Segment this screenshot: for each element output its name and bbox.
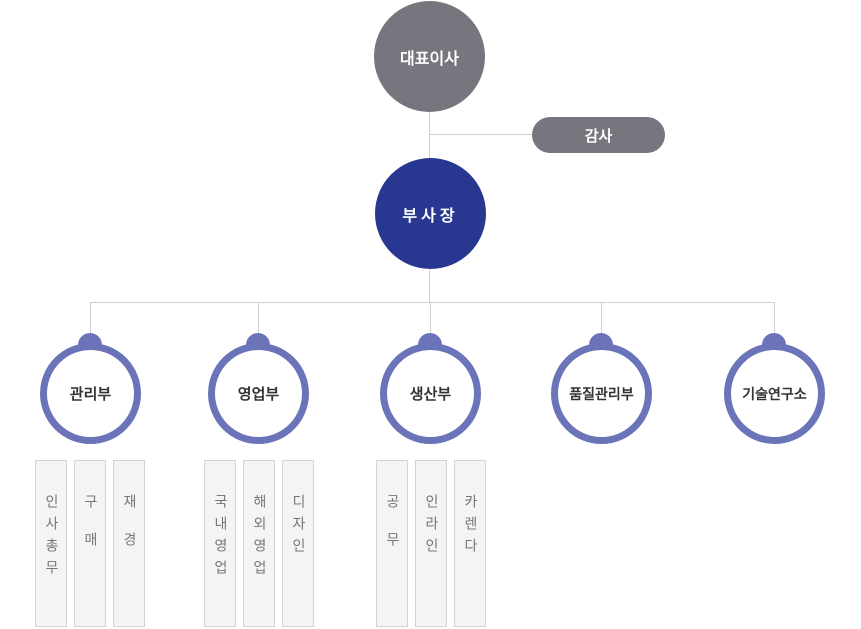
team-label: 디자인 [290,494,306,560]
team-label: 재경 [121,494,137,570]
team-label: 국내영업 [212,494,228,582]
connector-drop-1 [90,302,91,340]
dept-label: 기술연구소 [742,386,807,403]
dept-label: 영업부 [237,385,280,403]
ceo-node: 대표이사 [374,1,485,112]
connector-ceo-audit [429,134,533,135]
connector-drop-3 [430,302,431,340]
team-label: 해외영업 [251,494,267,582]
ceo-label: 대표이사 [400,48,459,68]
dept-label: 관리부 [69,385,112,403]
connector-vp-bus [429,269,430,302]
dept-label: 생산부 [409,385,452,403]
connector-drop-5 [774,302,775,340]
team-label: 인라인 [423,494,439,560]
connector-ceo-vp [429,112,430,158]
audit-label: 감사 [584,126,613,145]
team-label: 공무 [384,494,400,570]
team-box: 카렌다 [454,460,486,627]
team-label: 구매 [82,494,98,570]
team-box: 인라인 [415,460,447,627]
dept-node-management: 관리부 [40,343,141,444]
connector-drop-4 [601,302,602,340]
team-box: 인사총무 [35,460,67,627]
team-label: 카렌다 [462,494,478,560]
vice-president-node: 부사장 [375,158,486,269]
team-box: 해외영업 [243,460,275,627]
team-box: 재경 [113,460,145,627]
connector-dept-bus [90,302,774,303]
dept-node-production: 생산부 [380,343,481,444]
connector-drop-2 [258,302,259,340]
team-label: 인사총무 [43,494,59,582]
dept-node-rnd: 기술연구소 [724,343,825,444]
team-box: 구매 [74,460,106,627]
dept-node-quality: 품질관리부 [551,343,652,444]
dept-label: 품질관리부 [569,386,634,403]
dept-node-sales: 영업부 [208,343,309,444]
audit-node: 감사 [532,117,665,153]
team-box: 공무 [376,460,408,627]
team-box: 디자인 [282,460,314,627]
vice-president-label: 부사장 [402,205,459,225]
team-box: 국내영업 [204,460,236,627]
